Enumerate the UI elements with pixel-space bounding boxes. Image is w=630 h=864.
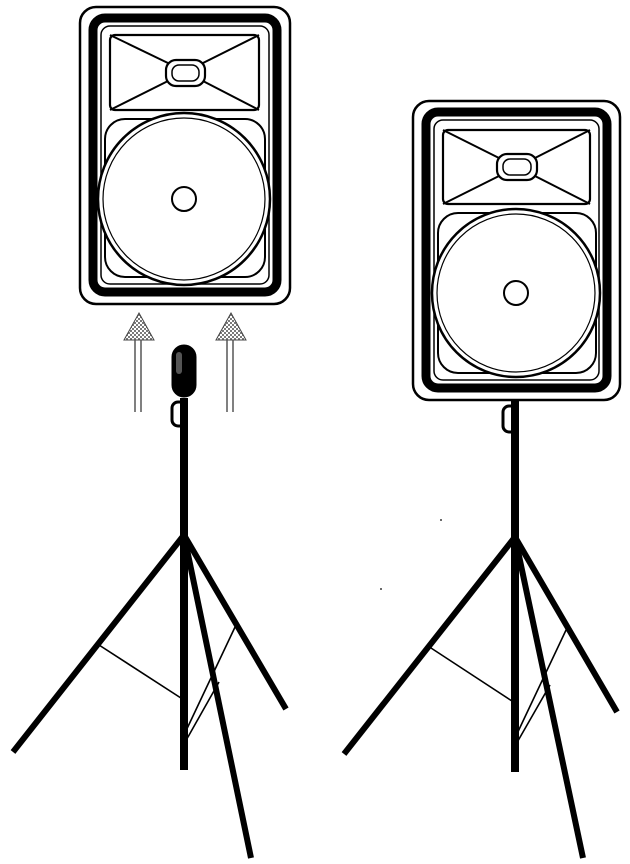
left-scene: [10, 5, 292, 859]
print-specks: [380, 519, 442, 590]
right-speaker: [411, 99, 622, 402]
left-speaker: [78, 5, 292, 306]
left-speaker-horn: [108, 33, 261, 112]
right-speaker-horn: [441, 128, 592, 206]
right-scene: [341, 99, 622, 859]
left-arrow: [123, 311, 155, 412]
left-stand-pole-tip: [171, 344, 197, 398]
left-speaker-woofer: [96, 111, 272, 287]
left-stand: [10, 344, 289, 859]
right-stand: [341, 400, 620, 859]
right-arrow: [215, 311, 247, 412]
right-speaker-woofer: [430, 207, 602, 379]
